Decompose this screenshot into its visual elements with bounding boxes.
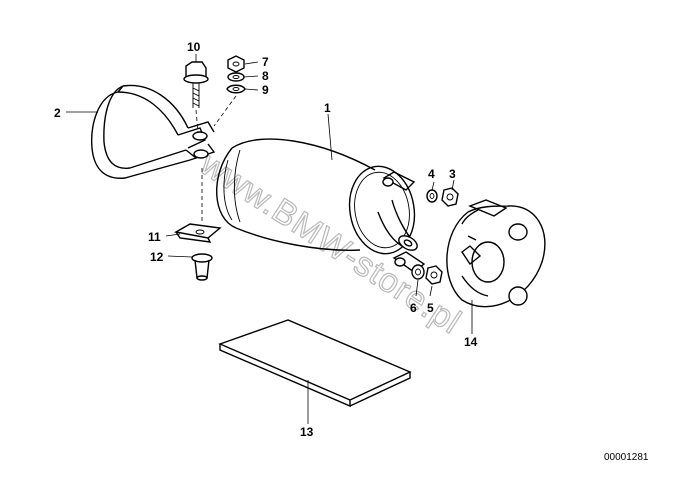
part-2-clamp-strap (91, 84, 216, 179)
drawing-id: 00001281 (604, 452, 649, 463)
callout-6: 6 (410, 301, 417, 315)
callout-7: 7 (262, 55, 269, 69)
callout-13: 13 (300, 425, 314, 439)
callout-3: 3 (449, 167, 456, 181)
part-10-bolt (183, 61, 209, 133)
part-5-6-lower-nut-washer (411, 264, 443, 285)
callout-14: 14 (464, 335, 478, 349)
callout-12: 12 (150, 250, 164, 264)
part-7-8-9-nut-washers (213, 55, 246, 127)
callout-4: 4 (428, 167, 435, 181)
leader-lines (66, 54, 473, 424)
callout-9: 9 (262, 83, 269, 97)
part-13-pad (218, 319, 412, 408)
part-1-ignition-coil (215, 138, 426, 273)
part-11-clip (173, 168, 222, 243)
part-14-protective-cap (446, 199, 546, 308)
callout-2: 2 (54, 106, 61, 120)
callout-10: 10 (187, 40, 201, 54)
callout-labels: 2 1 4 3 6 5 10 7 8 9 11 12 13 14 (54, 40, 478, 439)
callout-1: 1 (324, 101, 331, 115)
callout-11: 11 (148, 230, 161, 244)
part-3-4-upper-nut-washer (426, 187, 459, 207)
part-12-screw (191, 253, 213, 281)
callout-8: 8 (262, 69, 269, 83)
callout-5: 5 (427, 301, 434, 315)
